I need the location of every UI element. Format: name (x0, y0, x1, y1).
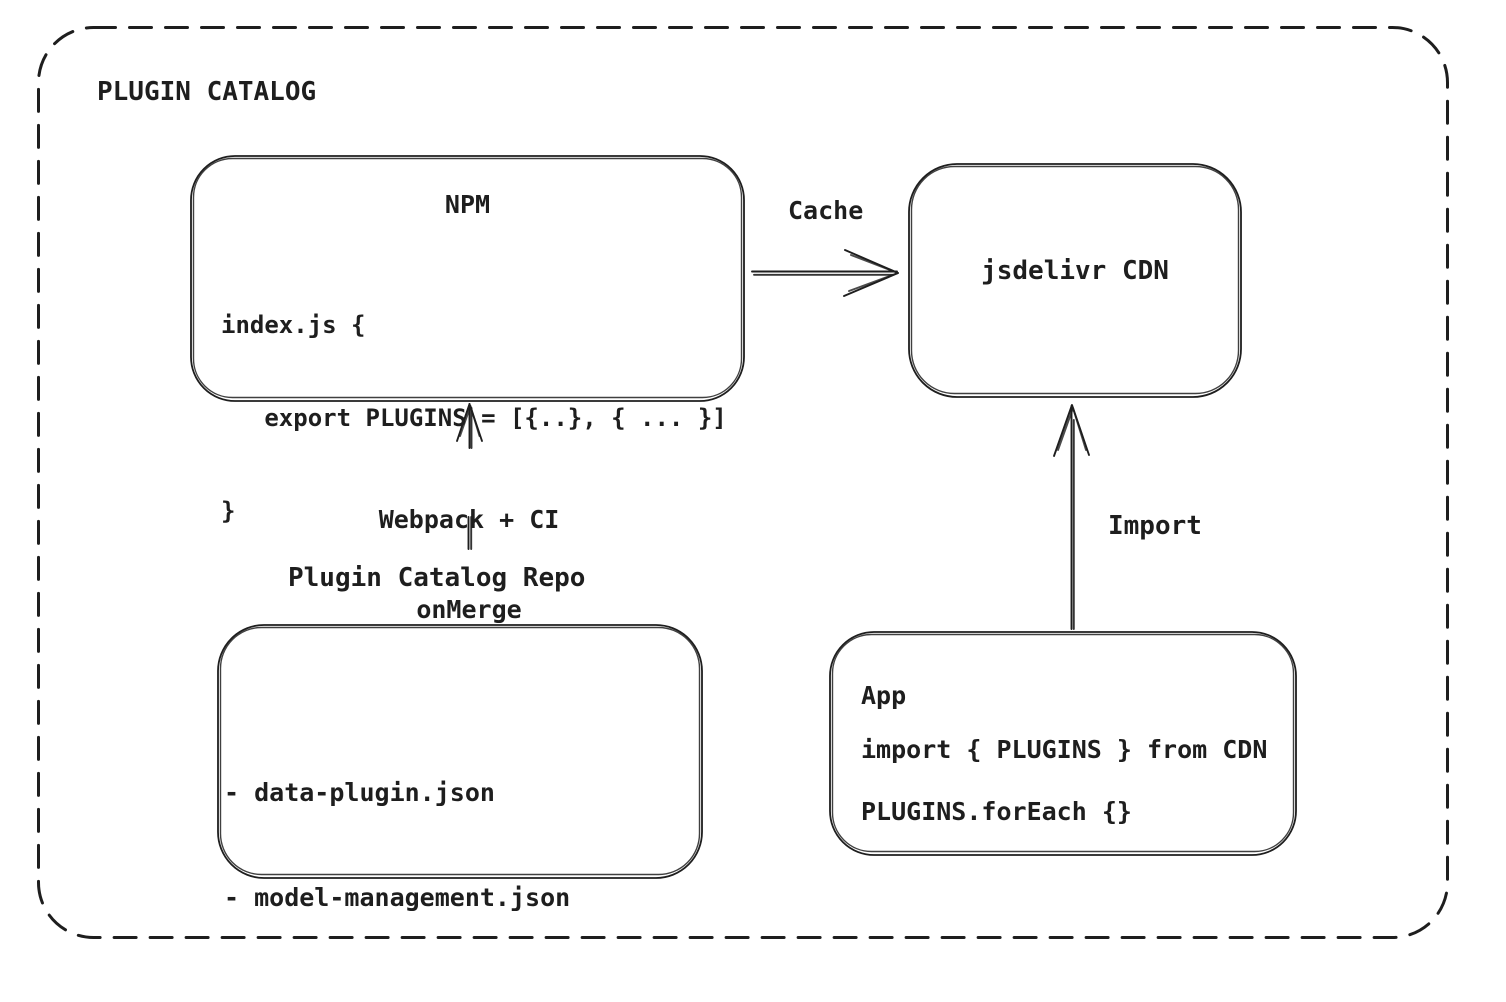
repo-file-item: - model-management.json (224, 883, 571, 912)
plugin-catalog-title: PLUGIN CATALOG (97, 77, 317, 107)
app-code-line: PLUGINS.forEach {} (861, 797, 1132, 826)
repo-label: Plugin Catalog Repo (288, 563, 586, 593)
build-arrow-label-line: onMerge (416, 595, 522, 624)
repo-file-list: - data-plugin.json - model-management.js… (224, 705, 570, 1002)
build-arrow (456, 403, 483, 550)
npm-code-line: } (221, 497, 236, 525)
build-arrow-label: Webpack + CI onMerge (344, 445, 594, 685)
npm-title: NPM (444, 190, 491, 219)
cache-arrow (751, 249, 899, 297)
npm-code-line: export PLUGINS = [{..}, { ... }] (221, 404, 727, 432)
app-box (829, 631, 1297, 856)
npm-box (190, 155, 745, 402)
plugin-catalog-frame (37, 26, 1449, 939)
npm-code-line: index.js { (221, 311, 366, 339)
cdn-label: jsdelivr CDN (981, 256, 1169, 286)
import-arrow-label: Import (1108, 511, 1202, 541)
app-title: App (861, 681, 907, 710)
app-code-line: import { PLUGINS } from CDN (861, 735, 1268, 764)
repo-file-item: - data-plugin.json (224, 778, 495, 807)
repo-box (217, 624, 703, 879)
import-arrow (1053, 404, 1090, 630)
npm-code-block: index.js { export PLUGINS = [{..}, { ...… (221, 248, 727, 589)
cache-arrow-label: Cache (788, 196, 864, 225)
repo-file-item: ... (224, 985, 570, 1002)
cdn-box (908, 163, 1242, 398)
build-arrow-label-line: Webpack + CI (378, 505, 560, 534)
